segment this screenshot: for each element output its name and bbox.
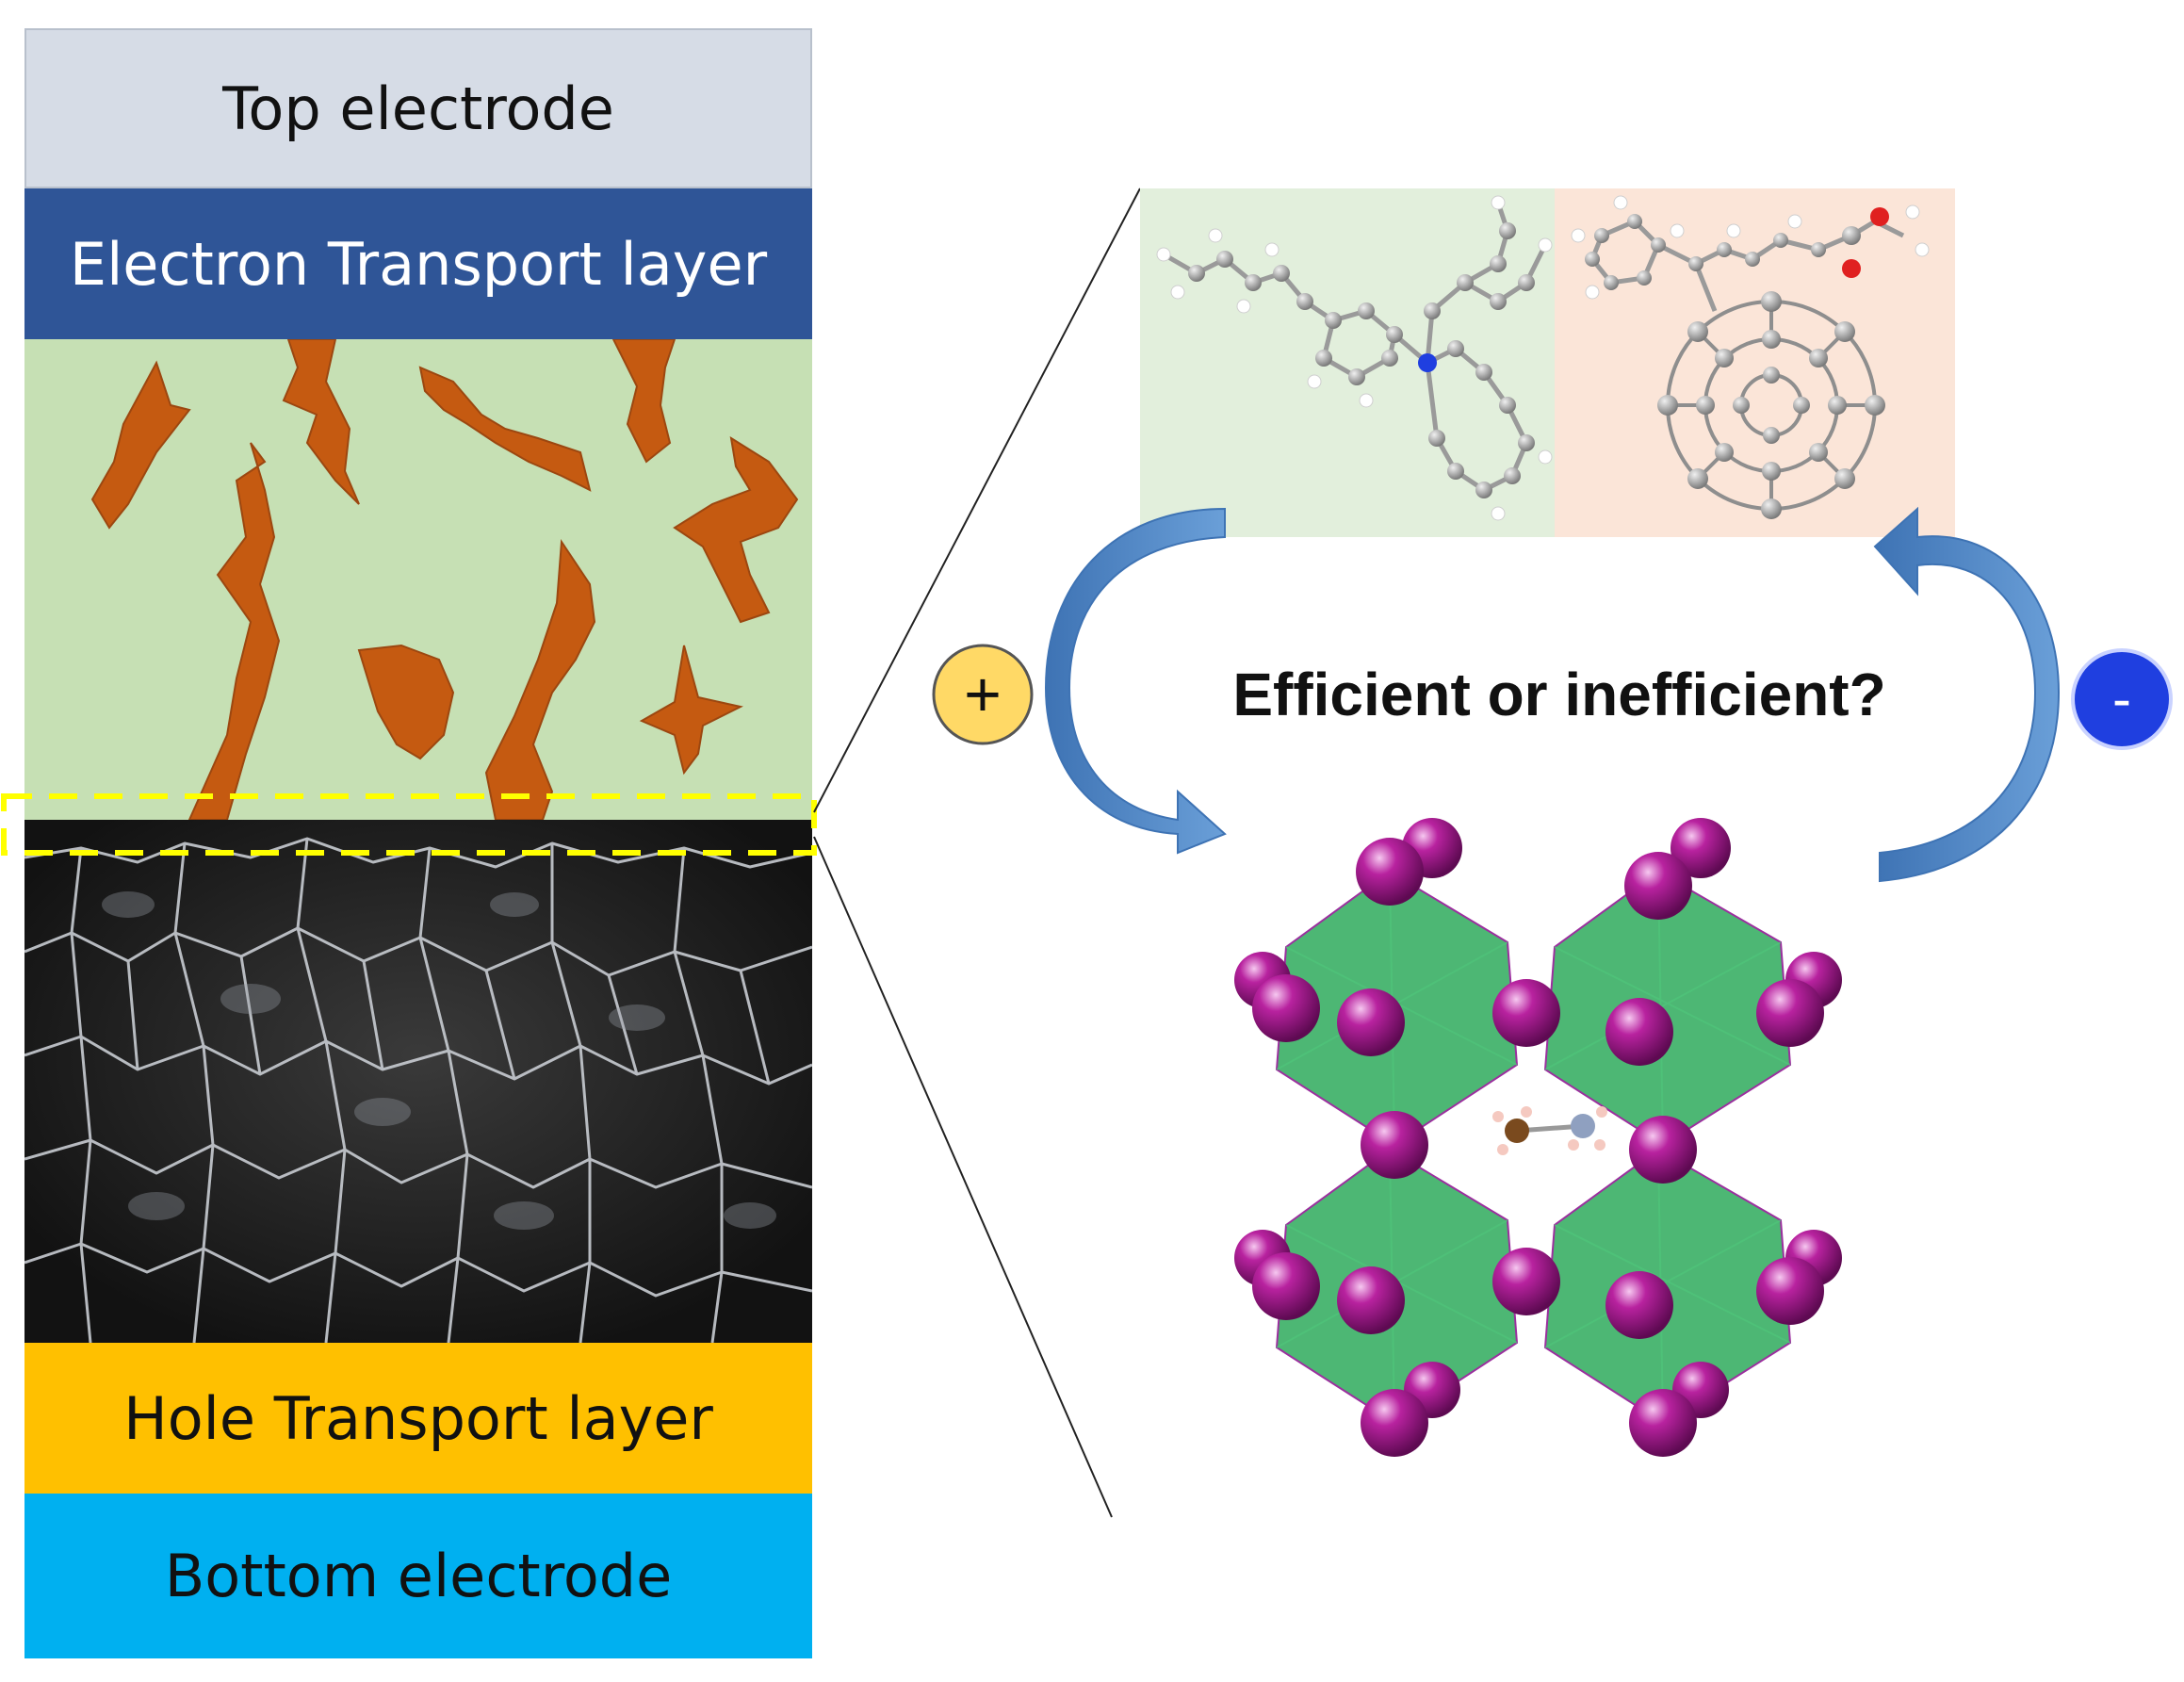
efficiency-question: Efficient or inefficient?	[1232, 661, 1886, 728]
bottom-electrode-label: Bottom electrode	[164, 1542, 673, 1610]
acceptor-domain	[484, 539, 596, 820]
acceptor-domain	[282, 339, 360, 505]
perovskite-octahedra	[1275, 870, 1792, 1425]
electron-transport-label: Electron Transport layer	[69, 229, 768, 299]
perovskite-grain-image	[24, 820, 812, 1343]
acceptor-domain	[90, 360, 191, 530]
hole-transport-layer: Hole Transport layer	[24, 1343, 812, 1494]
oxygen-atom	[1842, 259, 1861, 278]
positive-charge-label: +	[964, 659, 1002, 730]
acceptor-molecule-panel	[1555, 188, 1955, 537]
electron-transport-layer: Electron Transport layer	[24, 188, 812, 339]
bottom-electrode-layer: Bottom electrode	[24, 1494, 812, 1658]
zoom-line-top	[813, 188, 1141, 813]
acceptor-domain	[187, 442, 281, 820]
acceptor-domain	[673, 435, 799, 624]
nitrogen-atom	[1418, 353, 1437, 372]
acceptor-domain	[357, 644, 455, 760]
left-curved-arrow	[1044, 507, 1227, 855]
acceptor-domain	[611, 339, 676, 464]
top-electrode-layer: Top electrode	[24, 28, 812, 188]
bulk-heterojunction-blend	[24, 339, 812, 820]
right-curved-arrow	[1873, 506, 2061, 883]
zoom-line-bottom	[813, 836, 1113, 1518]
methylammonium-cation	[1492, 1106, 1607, 1155]
positive-charge-circle	[932, 644, 1034, 745]
interface-highlight-box	[1, 793, 817, 856]
halide-atoms	[1234, 818, 1842, 1457]
donor-atoms	[1188, 222, 1535, 498]
hole-transport-label: Hole Transport layer	[123, 1383, 713, 1453]
acceptor-domain	[639, 645, 743, 776]
negative-charge-circle	[2071, 648, 2173, 750]
top-electrode-label: Top electrode	[222, 73, 614, 143]
negative-charge-label: -	[2112, 667, 2131, 730]
grain-boundary-network	[24, 820, 812, 1343]
donor-molecule-panel	[1140, 188, 1555, 537]
acceptor-domain	[418, 366, 592, 492]
acceptor-domains	[90, 339, 799, 820]
oxygen-atom	[1870, 207, 1889, 226]
